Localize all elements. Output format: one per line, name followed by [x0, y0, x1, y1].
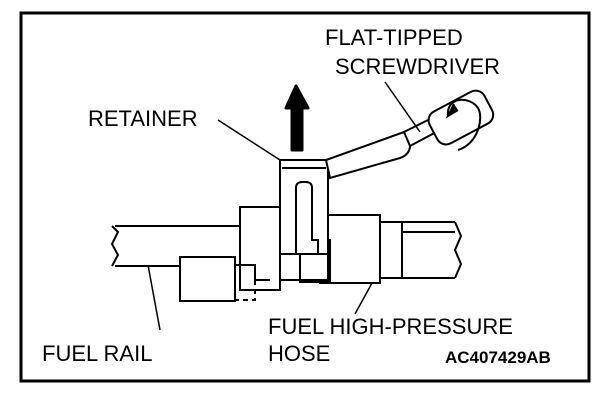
up-arrow-icon — [284, 84, 310, 152]
figure-code: AC407429AB — [445, 348, 551, 367]
label-hose-line1: FUEL HIGH-PRESSURE — [268, 314, 513, 339]
fuel-high-pressure-hose — [402, 221, 463, 279]
rotate-arrow-icon — [445, 98, 482, 151]
flat-tipped-screwdriver — [324, 89, 495, 180]
retainer-clip — [279, 159, 329, 281]
label-fuel-rail: FUEL RAIL — [42, 341, 152, 366]
label-screwdriver-line2: SCREWDRIVER — [335, 54, 500, 79]
label-screwdriver-line1: FLAT-TIPPED — [325, 25, 463, 50]
label-retainer: RETAINER — [88, 106, 198, 131]
label-hose-line2: HOSE — [268, 341, 330, 366]
figure-border — [19, 11, 591, 383]
leader-lines — [147, 81, 421, 331]
